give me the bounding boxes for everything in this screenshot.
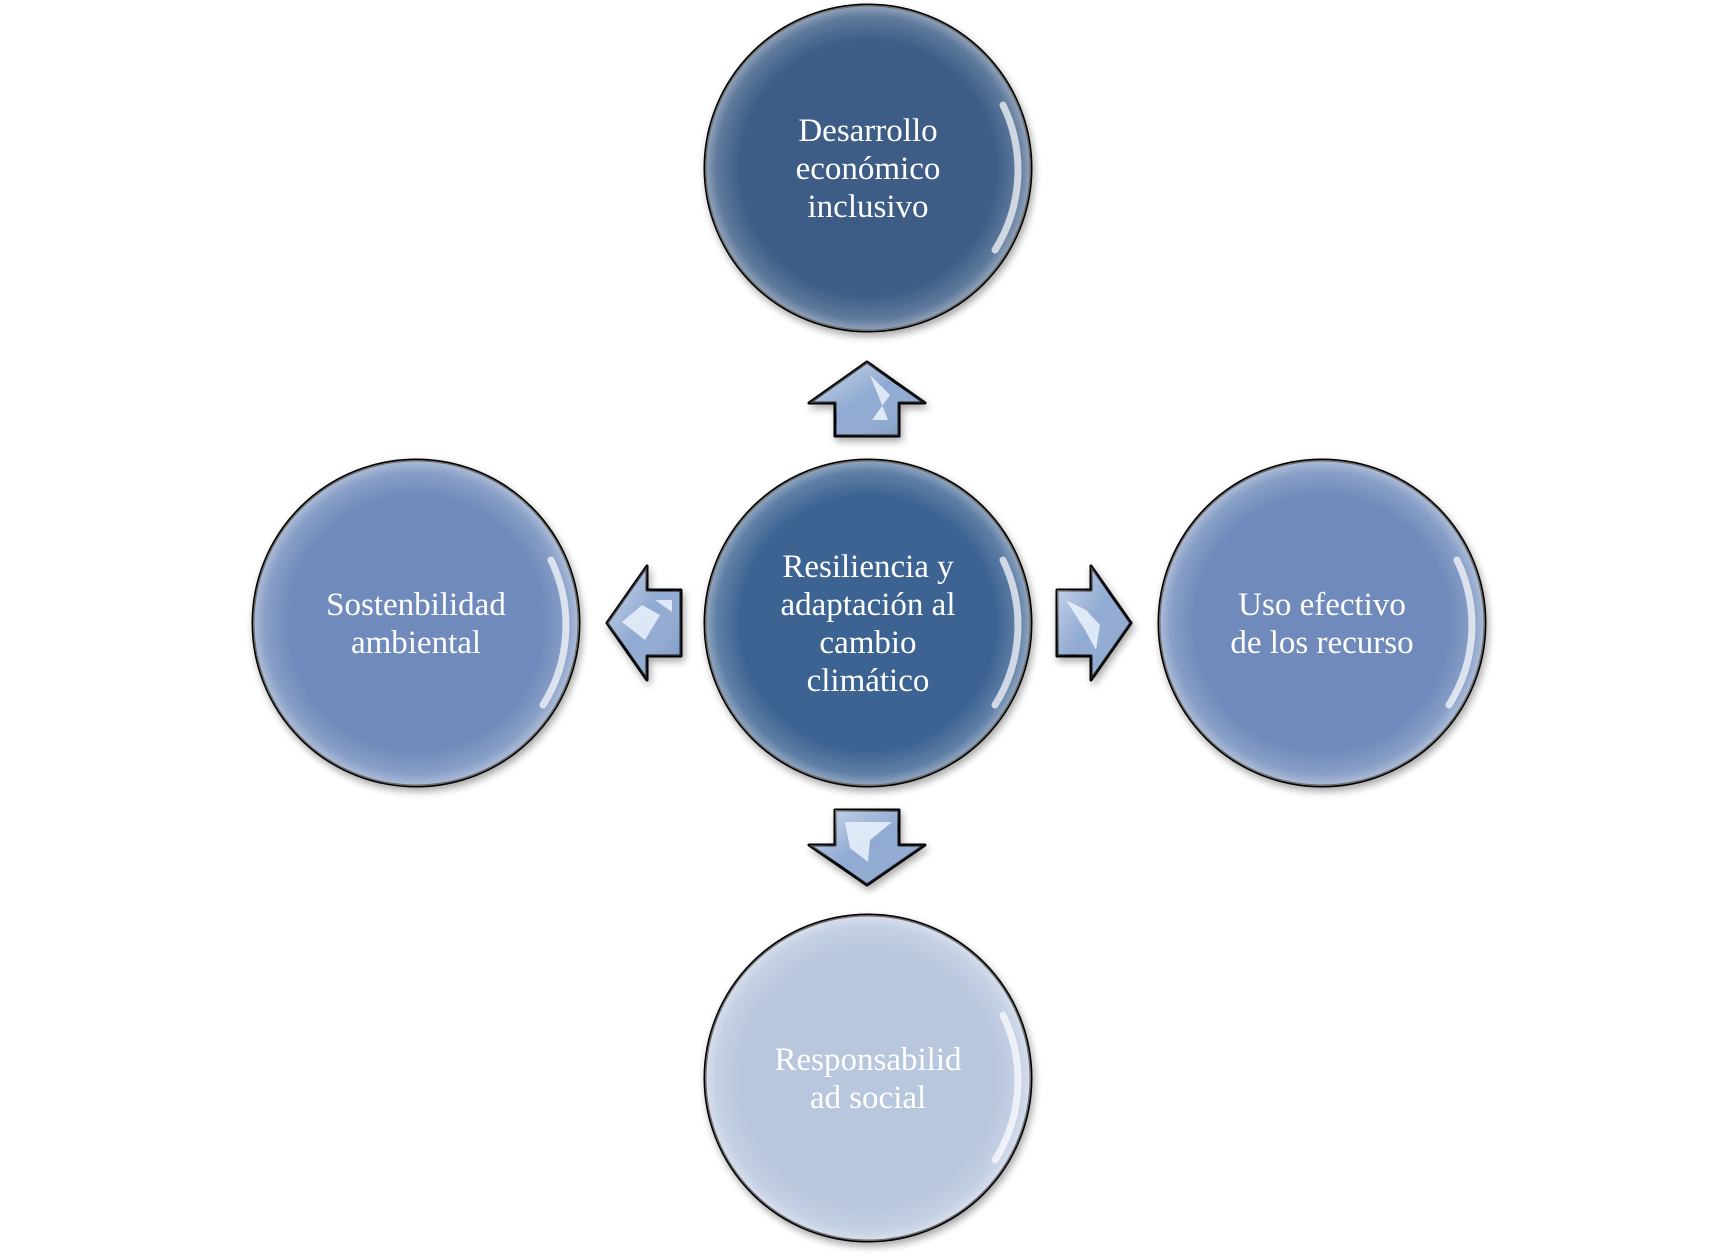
arrow-right-icon — [1055, 564, 1133, 682]
right-label-line: de los recurso — [1230, 625, 1413, 661]
center-label-line: Resiliencia y — [782, 549, 954, 585]
center-label-line: cambio — [819, 625, 916, 661]
center-label-line: climático — [807, 663, 930, 699]
top-label-line: Desarrollo — [798, 113, 937, 149]
top-label-line: inclusivo — [808, 189, 929, 225]
arrow-down-icon — [807, 808, 927, 887]
arrow-up-icon — [807, 360, 927, 438]
bottom-label-line: ad social — [810, 1080, 926, 1116]
left-label-line: Sostenbilidad — [326, 587, 506, 623]
arrow-left-icon — [605, 564, 683, 682]
right-label-line: Uso efectivo — [1238, 587, 1406, 623]
top-label-line: económico — [796, 151, 941, 187]
bottom-label-line: Responsabilid — [775, 1042, 962, 1078]
center-label-line: adaptación al — [781, 587, 956, 623]
left-label-line: ambiental — [351, 625, 481, 661]
